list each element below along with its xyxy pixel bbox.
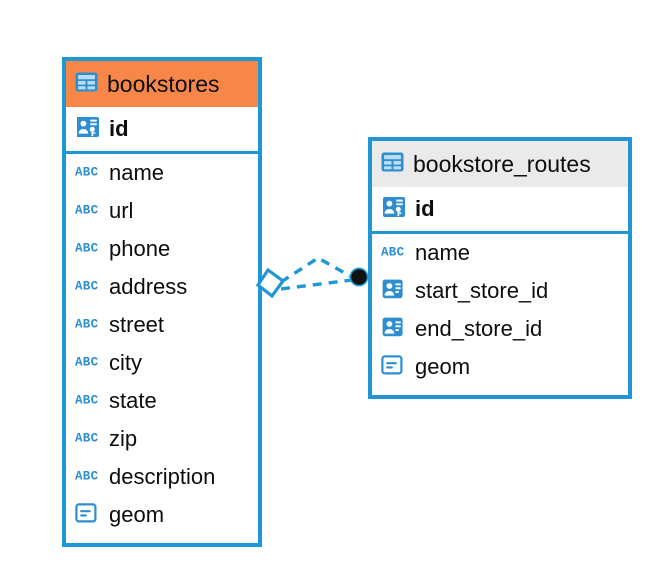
entity-table-bookstores[interactable]: bookstores id (62, 57, 262, 547)
field-label: name (415, 240, 471, 265)
field-row-phone[interactable]: ABC phone (66, 230, 258, 268)
field-row-geom[interactable]: geom (372, 348, 628, 386)
field-label: street (109, 312, 165, 337)
field-row-id[interactable]: id (372, 187, 628, 231)
field-label: end_store_id (415, 316, 543, 341)
text-abc-icon: ABC (75, 163, 101, 184)
field-list-bookstore-routes: id ABC name (372, 187, 628, 386)
field-row-state[interactable]: ABC state (66, 382, 258, 420)
field-label: zip (109, 426, 138, 451)
text-abc-icon: ABC (381, 243, 407, 264)
field-row-end-store-id[interactable]: end_store_id (372, 310, 628, 348)
field-label: geom (109, 502, 165, 527)
field-row-street[interactable]: ABC street (66, 306, 258, 344)
entity-header-bookstores[interactable]: bookstores (66, 61, 258, 107)
entity-title: bookstores (107, 70, 220, 97)
primary-key-icon (381, 195, 407, 224)
field-row-name[interactable]: ABC name (66, 154, 258, 192)
geometry-icon (75, 502, 101, 529)
primary-key-icon (75, 115, 101, 144)
table-icon (381, 152, 404, 177)
field-label: id (109, 116, 129, 141)
field-label: id (415, 196, 435, 221)
svg-text:ABC: ABC (75, 317, 99, 331)
svg-text:ABC: ABC (381, 245, 405, 259)
svg-text:ABC: ABC (75, 469, 99, 483)
text-abc-icon: ABC (75, 353, 101, 374)
field-label: start_store_id (415, 278, 549, 303)
svg-text:ABC: ABC (75, 165, 99, 179)
entity-header-bookstore-routes[interactable]: bookstore_routes (372, 141, 628, 187)
foreign-key-icon (381, 278, 407, 305)
field-label: url (109, 198, 134, 223)
field-row-id[interactable]: id (66, 107, 258, 151)
field-row-start-store-id[interactable]: start_store_id (372, 272, 628, 310)
svg-text:ABC: ABC (75, 203, 99, 217)
entity-title: bookstore_routes (413, 150, 591, 177)
svg-text:ABC: ABC (75, 355, 99, 369)
field-label: geom (415, 354, 471, 379)
field-label: address (109, 274, 188, 299)
text-abc-icon: ABC (75, 201, 101, 222)
field-row-description[interactable]: ABC description (66, 458, 258, 496)
geometry-icon (381, 354, 407, 381)
text-abc-icon: ABC (75, 315, 101, 336)
text-abc-icon: ABC (75, 277, 101, 298)
text-abc-icon: ABC (75, 429, 101, 450)
relationship-line-start-store-id[interactable] (280, 256, 353, 284)
field-row-city[interactable]: ABC city (66, 344, 258, 382)
field-label: name (109, 160, 165, 185)
text-abc-icon: ABC (75, 467, 101, 488)
field-list-bookstores: id ABC name ABC url (66, 107, 258, 534)
text-abc-icon: ABC (75, 239, 101, 260)
svg-text:ABC: ABC (75, 431, 99, 445)
table-icon (75, 72, 98, 97)
field-row-name[interactable]: ABC name (372, 234, 628, 272)
field-row-url[interactable]: ABC url (66, 192, 258, 230)
field-label: state (109, 388, 157, 413)
field-label: description (109, 464, 216, 489)
field-row-geom[interactable]: geom (66, 496, 258, 534)
primary-key-divider (66, 151, 258, 154)
filled-circle-endpoint[interactable] (349, 267, 369, 287)
svg-text:ABC: ABC (75, 279, 99, 293)
text-abc-icon: ABC (75, 391, 101, 412)
field-label: city (109, 350, 142, 375)
foreign-key-icon (381, 316, 407, 343)
svg-text:ABC: ABC (75, 241, 99, 255)
primary-key-divider (372, 231, 628, 234)
field-row-address[interactable]: ABC address (66, 268, 258, 306)
field-row-zip[interactable]: ABC zip (66, 420, 258, 458)
svg-text:ABC: ABC (75, 393, 99, 407)
field-label: phone (109, 236, 171, 261)
relationship-line-end-store-id[interactable] (280, 278, 353, 291)
entity-table-bookstore-routes[interactable]: bookstore_routes id (368, 137, 632, 399)
